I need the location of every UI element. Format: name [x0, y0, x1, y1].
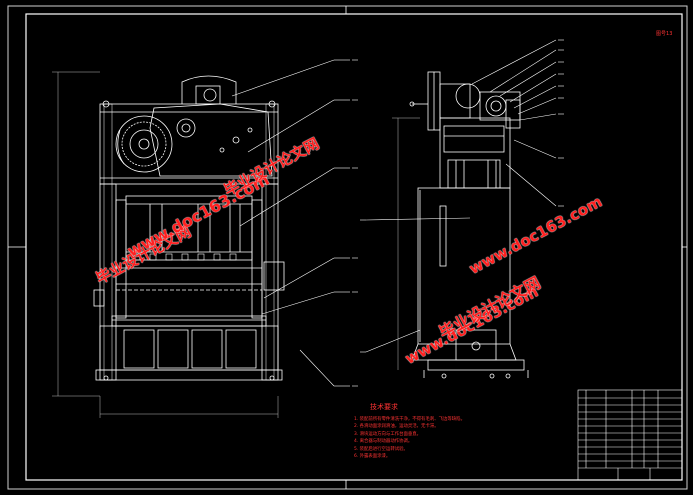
front-leaders — [231, 59, 350, 387]
tech-note-item: 1. 装配前所有零件清洗干净，不得有毛刺、飞边等缺陷。 — [354, 417, 465, 422]
sheet-number-label: 图号13 — [656, 30, 672, 37]
drawing-border-outer — [7, 5, 688, 490]
tech-note-item: 4. 离合器与制动器动作协调。 — [354, 439, 413, 445]
tech-requirements-list: 1. 装配前所有零件清洗干净，不得有毛刺、飞边等缺陷。 2. 各滑动面涂润滑油，运… — [354, 416, 465, 460]
sheet-number-value: 13 — [666, 31, 673, 37]
side-leaders — [365, 39, 557, 353]
tech-note-item: 5. 装配后进行空运转试验。 — [354, 446, 408, 452]
tech-note-item: 2. 各滑动面涂润滑油，运动灵活，无卡滞。 — [354, 424, 439, 430]
sheet-number-prefix: 图号 — [656, 31, 667, 37]
tech-requirements-title: 技术要求 — [370, 403, 398, 411]
parts-list-table — [577, 389, 683, 481]
tech-note-item: 6. 外露表面涂漆。 — [354, 454, 391, 460]
front-view — [52, 71, 285, 418]
side-view — [392, 71, 529, 379]
tech-note-item: 3. 滑块运动方向与工作台面垂直。 — [354, 431, 422, 437]
